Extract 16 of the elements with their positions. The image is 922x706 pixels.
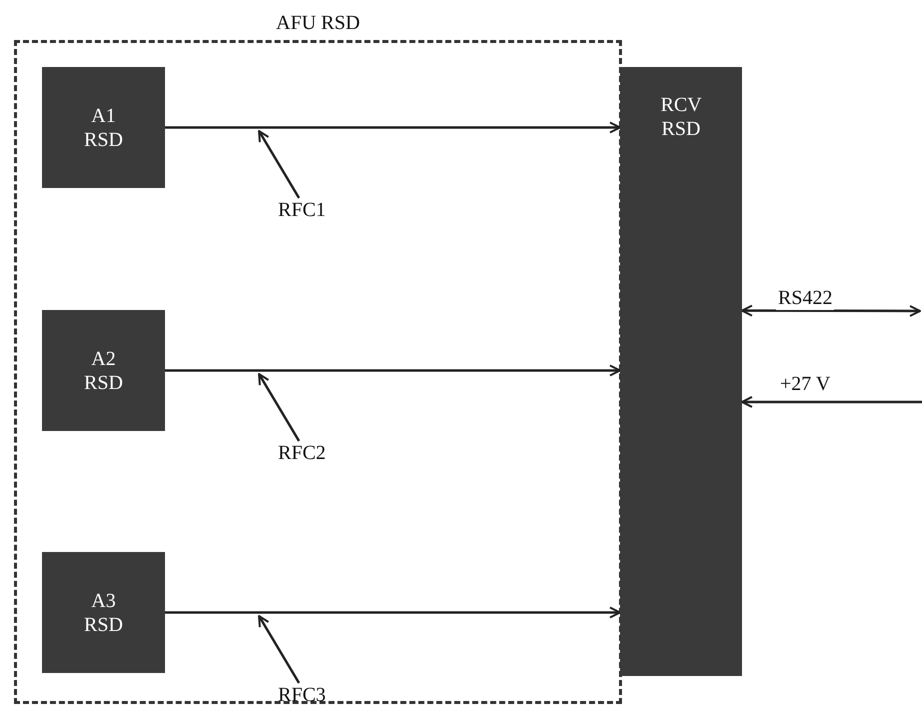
signal-arrow [741, 396, 922, 408]
signal-arrow [741, 304, 921, 317]
group-title: AFU RSD [275, 11, 361, 35]
signal-label: RFC3 [278, 683, 348, 706]
unit-block: A2 RSD [42, 310, 165, 431]
signal-arrow [165, 122, 621, 134]
unit-block: RCV RSD [620, 67, 742, 676]
unit-block: A3 RSD [42, 552, 165, 673]
unit-block: A1 RSD [42, 67, 165, 188]
signal-label: RFC2 [278, 441, 348, 465]
leader-arrow [258, 130, 300, 199]
leader-arrow [258, 373, 300, 442]
signal-label: RFC1 [278, 198, 348, 222]
signal-arrow [165, 606, 621, 618]
leader-arrow [258, 615, 300, 684]
signal-arrow [165, 364, 621, 376]
